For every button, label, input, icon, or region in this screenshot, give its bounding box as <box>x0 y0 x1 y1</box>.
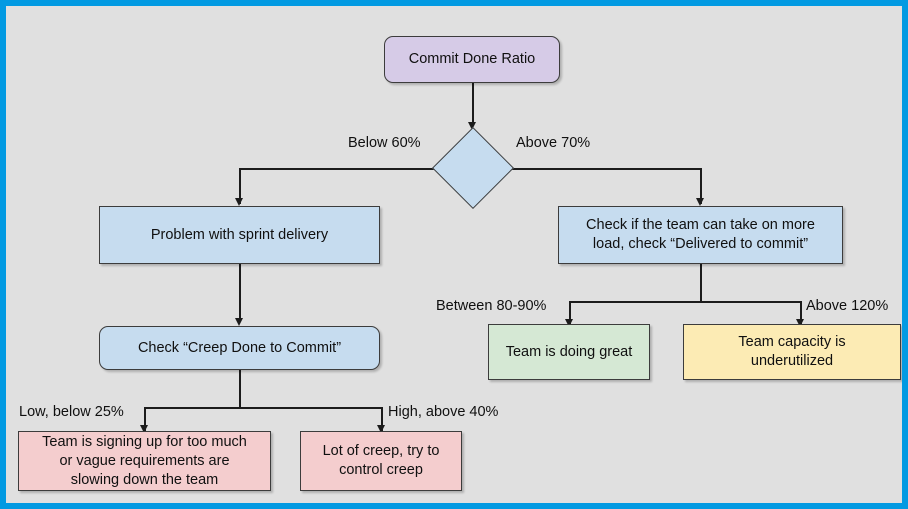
edge-decision-right <box>506 168 701 170</box>
edge-load-to-great <box>569 301 571 325</box>
node-team-signing-up-too-much[interactable]: Team is signing up for too much or vague… <box>18 431 271 491</box>
arrowhead-load-to-underutilized <box>796 319 804 327</box>
edge-decision-left-drop <box>239 168 241 204</box>
edge-label-above-70: Above 70% <box>516 135 591 151</box>
node-decision-diamond[interactable] <box>431 126 515 210</box>
edge-label-above-120: Above 120% <box>806 298 889 314</box>
arrowhead-load-to-great <box>565 319 573 327</box>
edge-decision-right-drop <box>700 168 702 204</box>
edge-label-low-below-25: Low, below 25% <box>19 404 124 420</box>
arrowhead-problem-to-creep <box>235 318 243 326</box>
node-check-creep-done-to-commit[interactable]: Check “Creep Done to Commit” <box>99 326 380 370</box>
edge-decision-left <box>239 168 439 170</box>
node-team-capacity-underutilized[interactable]: Team capacity is underutilized <box>683 324 901 380</box>
edge-load-split-stem <box>700 264 702 302</box>
edge-creep-split-stem <box>239 370 241 408</box>
edge-label-between-80-90: Between 80-90% <box>436 298 547 314</box>
edge-creep-to-lotofcreep <box>381 407 383 431</box>
arrowhead-creep-to-signing <box>140 425 148 433</box>
edge-label-below-60: Below 60% <box>348 135 421 151</box>
arrowhead-root-to-decision <box>468 122 476 130</box>
arrowhead-decision-right <box>696 198 704 206</box>
edge-creep-to-signing <box>144 407 146 431</box>
node-check-if-team-can-take-more-load[interactable]: Check if the team can take on more load,… <box>558 206 843 264</box>
node-lot-of-creep[interactable]: Lot of creep, try to control creep <box>300 431 462 491</box>
node-team-is-doing-great[interactable]: Team is doing great <box>488 324 650 380</box>
arrowhead-decision-left <box>235 198 243 206</box>
node-problem-with-sprint-delivery[interactable]: Problem with sprint delivery <box>99 206 380 264</box>
edge-problem-to-creep <box>239 264 241 322</box>
edge-label-high-above-40: High, above 40% <box>388 404 499 420</box>
edge-creep-split-bar <box>144 407 382 409</box>
edge-load-split-bar <box>569 301 801 303</box>
edge-root-to-decision <box>472 82 474 124</box>
arrowhead-creep-to-lotofcreep <box>377 425 385 433</box>
node-commit-done-ratio[interactable]: Commit Done Ratio <box>384 36 560 83</box>
edge-load-to-underutilized <box>800 301 802 325</box>
